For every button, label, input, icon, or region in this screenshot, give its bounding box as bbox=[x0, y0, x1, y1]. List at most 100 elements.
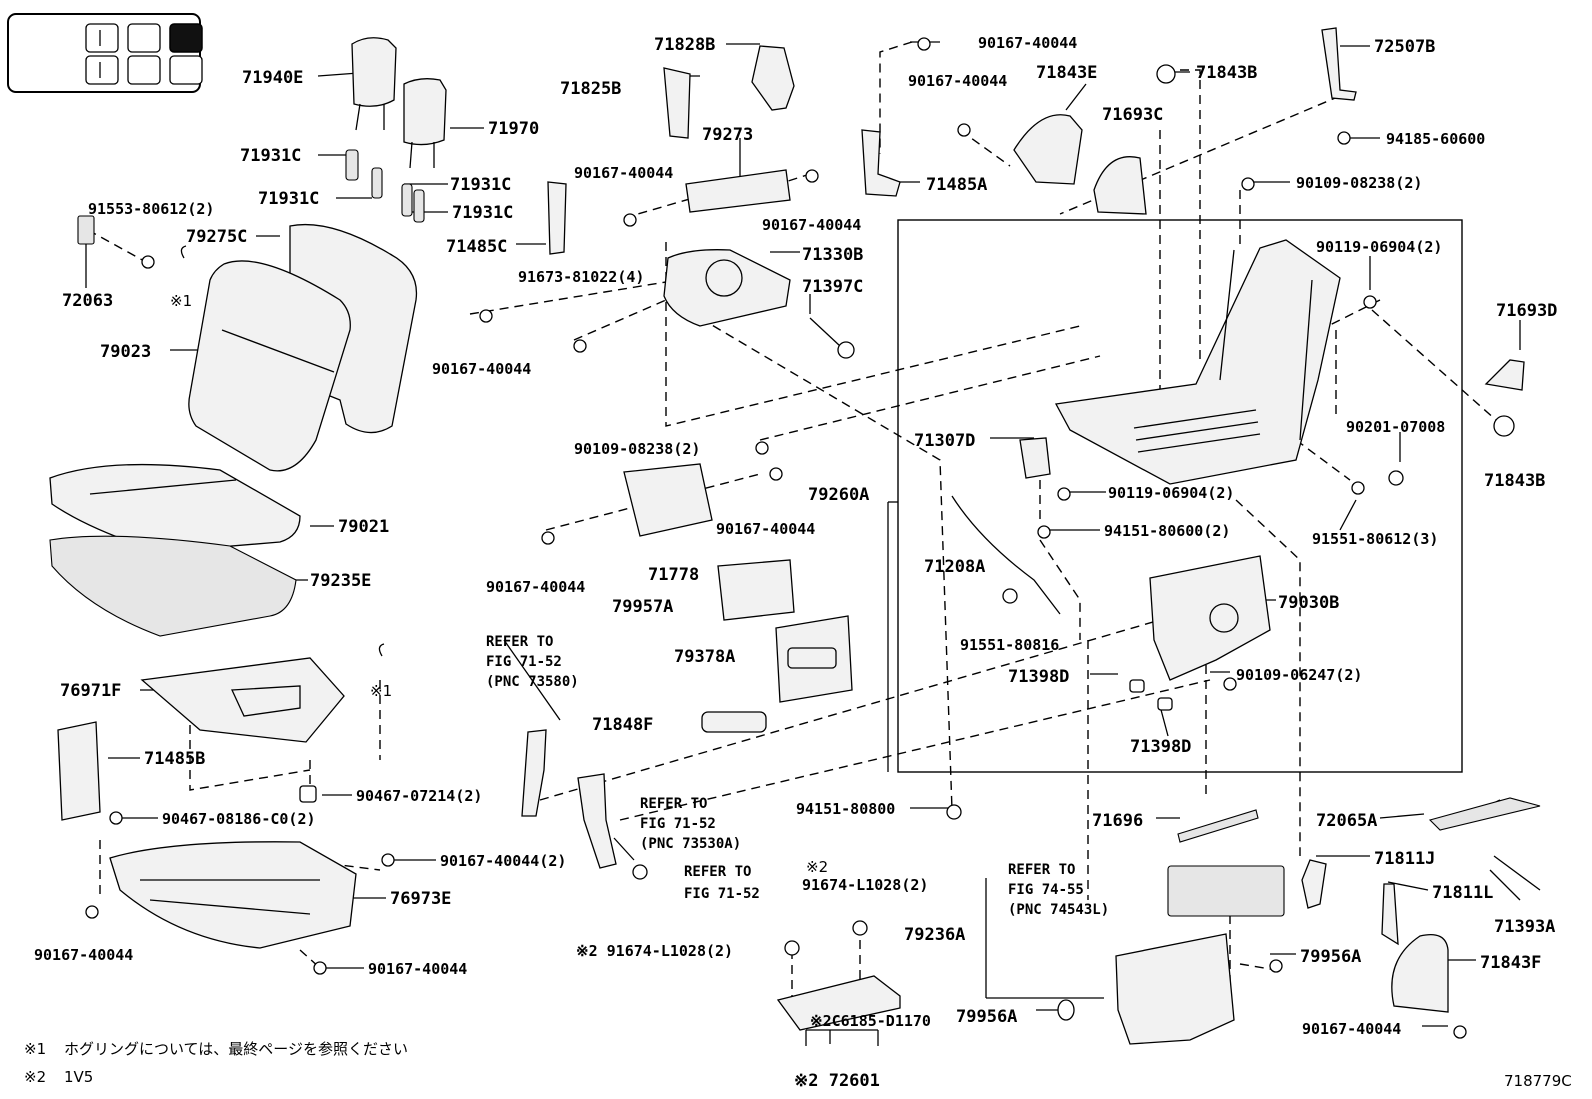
bolt-91553-80612 bbox=[141, 255, 155, 269]
bolt-90109-08238-c bbox=[755, 441, 769, 455]
label-90119-06904: 90119-06904(2) bbox=[1316, 238, 1442, 256]
label-71931C: 71931C bbox=[450, 175, 511, 195]
seat-position-legend bbox=[7, 13, 203, 93]
headrest-71970 bbox=[403, 78, 447, 169]
seat-belt-buckle-b bbox=[577, 773, 617, 869]
seat-cushion-pad-79235E bbox=[49, 535, 297, 637]
label-91553-80612: 91553-80612(2) bbox=[88, 200, 214, 218]
label-90467-07214: 90467-07214(2) bbox=[356, 787, 482, 805]
cover-71848F bbox=[701, 711, 767, 733]
refer-text: REFER TO bbox=[1008, 862, 1075, 878]
label-76971F: 76971F bbox=[60, 681, 121, 701]
cover-71811L bbox=[1381, 883, 1399, 946]
bracket-71307D bbox=[1019, 437, 1051, 479]
bolt-90119-b bbox=[1057, 487, 1071, 501]
cover-71828B bbox=[751, 45, 795, 111]
label-90201-07008: 90201-07008 bbox=[1346, 418, 1445, 436]
bolt-90167-40044-left bbox=[85, 905, 99, 919]
seat-frame-assembly bbox=[1054, 239, 1341, 485]
label-79956A: 79956A bbox=[956, 1007, 1017, 1027]
label-94151-80600: 94151-80600(2) bbox=[1104, 522, 1230, 540]
label-71843B: 71843B bbox=[1484, 471, 1545, 491]
label-71811J: 71811J bbox=[1374, 849, 1435, 869]
footnote-mark-2: ※2 bbox=[24, 1068, 46, 1086]
cover-79957A bbox=[717, 559, 795, 621]
bolt-90109-08238-r bbox=[1241, 177, 1255, 191]
footnotes: ※1 ホグリングについては、最終ページを参照ください ※2 1V5 718779… bbox=[24, 1040, 1572, 1090]
nut-94151-80800 bbox=[946, 804, 962, 820]
label-94151-80800: 94151-80800 bbox=[796, 800, 895, 818]
bolt-91551-80816 bbox=[1002, 588, 1018, 604]
label-71825B: 71825B bbox=[560, 79, 621, 99]
refer-text: (PNC 74543L) bbox=[1008, 902, 1109, 918]
bolt-90167-c2 bbox=[805, 169, 819, 183]
refer-text: (PNC 73530A) bbox=[640, 836, 741, 852]
headrest-supports-71931C bbox=[345, 149, 425, 223]
label-71940E: 71940E bbox=[242, 68, 303, 88]
clip-79956A-b bbox=[1057, 999, 1075, 1021]
lever-71397C bbox=[809, 317, 855, 359]
label-71485C: 71485C bbox=[446, 237, 507, 257]
bolt-90167-40044-76973 bbox=[381, 853, 395, 867]
mark-note1: ※1 bbox=[370, 682, 392, 700]
bolt-91673 bbox=[573, 339, 587, 353]
label-76973E: 76973E bbox=[390, 889, 451, 909]
cover-79378A bbox=[775, 615, 853, 703]
label-90167-40044: 90167-40044 bbox=[762, 216, 861, 234]
bolt-90167-t1 bbox=[917, 37, 931, 51]
label-71778: 71778 bbox=[648, 565, 699, 585]
refer-text: FIG 74-55 bbox=[1008, 882, 1084, 898]
refer-text: REFER TO bbox=[640, 796, 707, 812]
label-71330B: 71330B bbox=[802, 245, 863, 265]
label-71696: 71696 bbox=[1092, 811, 1143, 831]
label-71208A: 71208A bbox=[924, 557, 985, 577]
label-90167-40044: 90167-40044 bbox=[486, 578, 585, 596]
bracket-71485A bbox=[861, 129, 901, 197]
clip-90467-08186 bbox=[109, 811, 123, 825]
bolt-91674-a bbox=[852, 920, 868, 936]
seat-belt-buckle-a bbox=[521, 729, 547, 817]
label-72601: ※2 72601 bbox=[794, 1071, 880, 1091]
mark-note2: ※2 bbox=[806, 858, 828, 876]
bolt-90167-t2 bbox=[957, 123, 971, 137]
bracket-72601 bbox=[776, 975, 901, 1031]
label-79378A: 79378A bbox=[674, 647, 735, 667]
nut-refer3 bbox=[632, 864, 648, 880]
label-79030B: 79030B bbox=[1278, 593, 1339, 613]
label-71693C: 71693C bbox=[1102, 105, 1163, 125]
label-90109-06247: 90109-06247(2) bbox=[1236, 666, 1362, 684]
refer-text: FIG 71-52 bbox=[640, 816, 716, 832]
cap-71843B-top bbox=[1156, 64, 1176, 84]
label-71843E: 71843E bbox=[1036, 63, 1097, 83]
label-91673-81022: 91673-81022(4) bbox=[518, 268, 644, 286]
label-91674-L1028: ※2 91674-L1028(2) bbox=[576, 942, 733, 960]
part-labels: 71940E 71970 71931C 71931C 71931C 71931C… bbox=[34, 34, 1557, 1091]
refer-text: REFER TO bbox=[684, 864, 751, 880]
label-72063: 72063 bbox=[62, 291, 113, 311]
cover-71843F bbox=[1391, 933, 1449, 1013]
refer-text: (PNC 73580) bbox=[486, 674, 579, 690]
recliner-71330B bbox=[663, 249, 791, 327]
label-90167-40044: 90167-40044 bbox=[432, 360, 531, 378]
label-71843B: 71843B bbox=[1196, 63, 1257, 83]
seat-frame-group-box bbox=[897, 219, 1463, 773]
refer-text: FIG 71-52 bbox=[486, 654, 562, 670]
label-90109-08238: 90109-08238(2) bbox=[574, 440, 700, 458]
label-90167-40044: 90167-40044(2) bbox=[440, 852, 566, 870]
label-79956A: 79956A bbox=[1300, 947, 1361, 967]
label-90109-08238: 90109-08238(2) bbox=[1296, 174, 1422, 192]
label-90167-40044: 90167-40044 bbox=[716, 520, 815, 538]
bolt-90109-06247 bbox=[1223, 677, 1237, 691]
bracket-71693D bbox=[1484, 359, 1525, 391]
label-79236A: 79236A bbox=[904, 925, 965, 945]
label-90467-08186: 90467-08186-C0(2) bbox=[162, 810, 316, 828]
headrest-71940E bbox=[351, 37, 397, 131]
label-90167-40044: 90167-40044 bbox=[34, 946, 133, 964]
figure-id: 718779C bbox=[1504, 1072, 1572, 1090]
label-71848F: 71848F bbox=[592, 715, 653, 735]
label-90167-40044: 90167-40044 bbox=[908, 72, 1007, 90]
label-71843F: 71843F bbox=[1480, 953, 1541, 973]
label-71970: 71970 bbox=[488, 119, 539, 139]
label-79275C: 79275C bbox=[186, 227, 247, 247]
